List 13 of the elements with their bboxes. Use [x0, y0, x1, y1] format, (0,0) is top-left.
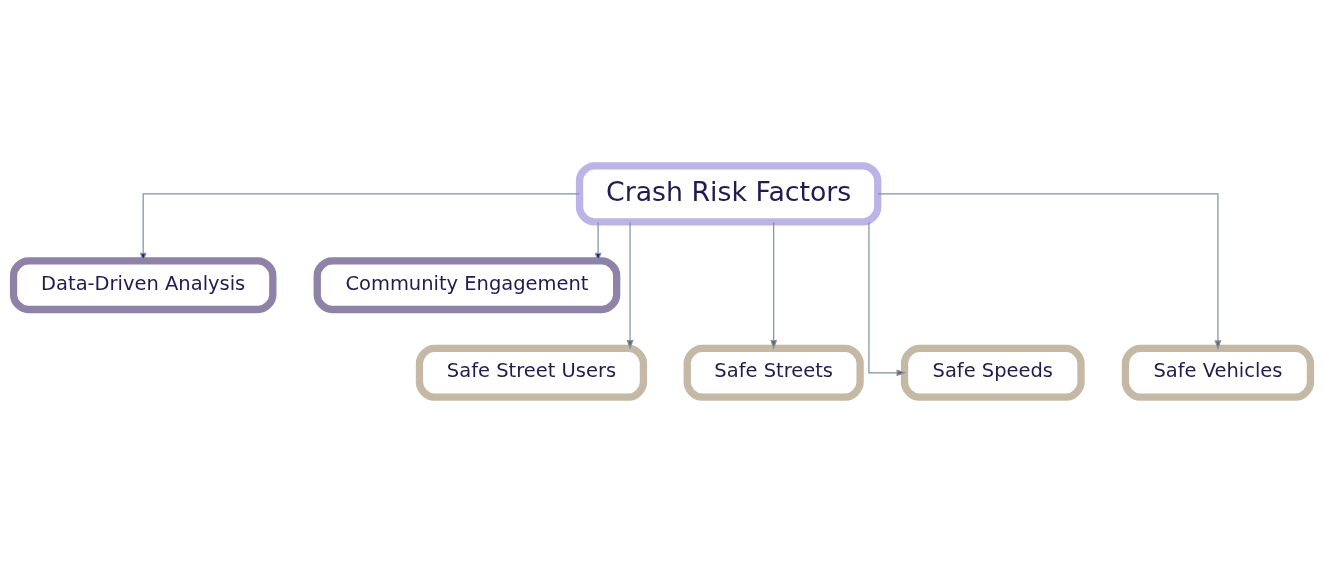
node-box: Safe Street Users [415, 344, 648, 401]
arrow [868, 221, 907, 377]
arrow [877, 193, 1222, 351]
node-box: Safe Streets [683, 344, 864, 401]
node-box: Safe Speeds [900, 344, 1085, 401]
arrow [139, 193, 580, 263]
node-box: Data-Driven Analysis [9, 257, 277, 314]
arrow [626, 221, 634, 350]
node-box: Safe Vehicles [1121, 344, 1315, 401]
arrow [594, 221, 602, 263]
arrow [770, 221, 778, 350]
node-box: Crash Risk Factors [575, 162, 882, 226]
node-box: Community Engagement [313, 257, 621, 314]
